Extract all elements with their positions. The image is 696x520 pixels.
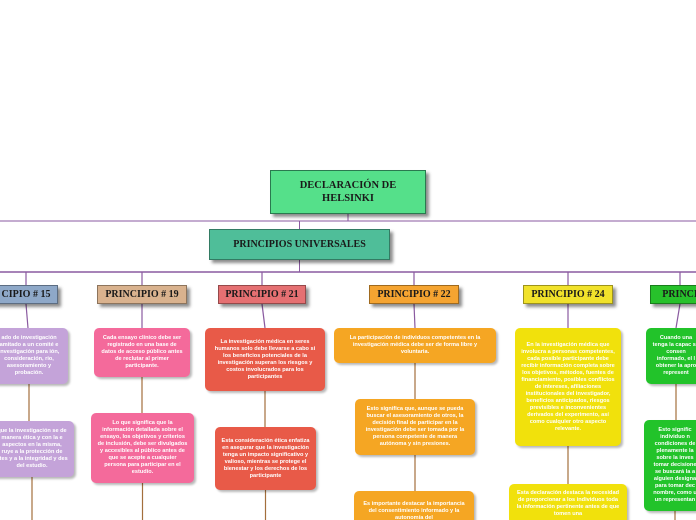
principle-21-note-1[interactable]: La investigación médica en seres humanos… (205, 328, 325, 391)
principle-19-note-2[interactable]: Lo que significa que la información deta… (91, 413, 194, 483)
principle-22-note-1[interactable]: La participación de individuos competent… (334, 328, 496, 363)
principle-15-note-1[interactable]: ado de investigación amitado a un comité… (0, 328, 68, 384)
principios-universales-node[interactable]: PRINCIPIOS UNIVERSALES (209, 229, 390, 260)
heading-to-note-connector-3 (413, 303, 416, 329)
principle-19-note-1[interactable]: Cada ensayo clínico debe ser registrado … (94, 328, 190, 377)
heading-to-note-connector-5 (675, 303, 681, 329)
principle-25-note-2[interactable]: Esto signific individuo n condiciones de… (644, 420, 696, 511)
heading-to-note-connector-0 (25, 303, 29, 329)
title-node[interactable]: DECLARACIÓN DE HELSINKI (270, 170, 426, 214)
principle-22-note-3[interactable]: Es importante destacar la importancia de… (354, 491, 474, 520)
principle-15-heading[interactable]: CIPIO # 15 (0, 285, 58, 304)
principle-22-note-2[interactable]: Esto significa que, aunque se pueda busc… (355, 399, 475, 455)
principle-25-heading[interactable]: PRINCI (650, 285, 696, 304)
principle-24-note-1[interactable]: En la investigación médica que involucra… (515, 328, 621, 446)
principle-21-note-2[interactable]: Esta consideración ética enfatiza en ase… (215, 427, 316, 490)
principle-22-heading[interactable]: PRINCIPIO # 22 (369, 285, 459, 304)
principle-25-note-1[interactable]: Cuando una tenga la capac su consen info… (646, 328, 696, 384)
heading-to-note-connector-2 (261, 303, 266, 329)
principle-21-heading[interactable]: PRINCIPIO # 21 (218, 285, 306, 304)
principle-19-heading[interactable]: PRINCIPIO # 19 (97, 285, 187, 304)
principle-24-heading[interactable]: PRINCIPIO # 24 (523, 285, 613, 304)
principle-15-note-2[interactable]: que la investigación se de manera ética … (0, 421, 74, 477)
principle-24-note-2[interactable]: Esta declaración destaca la necesidad de… (509, 484, 627, 520)
